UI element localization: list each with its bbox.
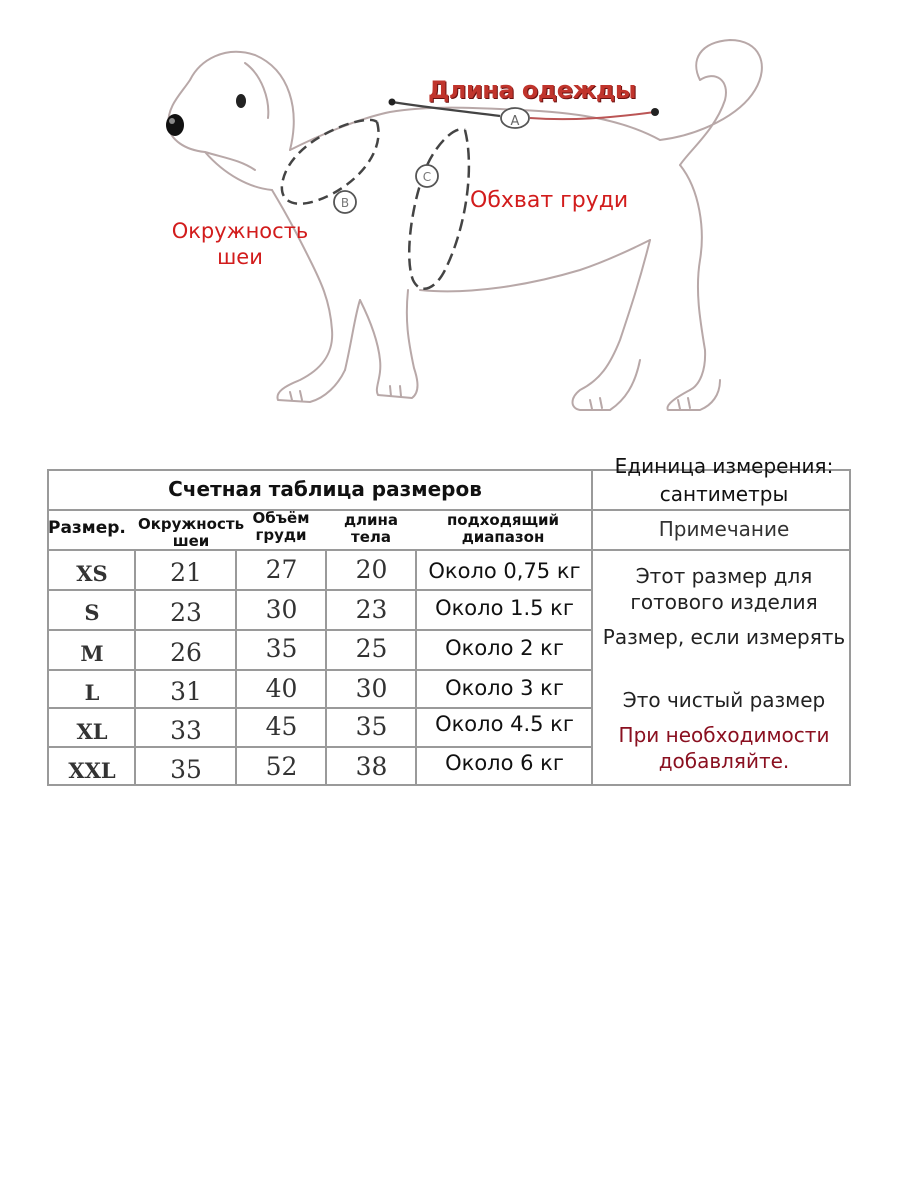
unit-label: Единица измерения: сантиметры (614, 454, 834, 506)
header-body-length: длина тела (343, 511, 399, 546)
row-xs-chest: 27 (265, 555, 298, 584)
row-xxl-chest: 52 (265, 752, 298, 781)
row-l-size: L (84, 680, 100, 705)
note-2: Размер, если измерять (602, 625, 846, 649)
header-neck: Окружность шеи (137, 515, 245, 550)
row-l-body: 30 (355, 674, 388, 703)
row-s-chest: 30 (265, 595, 298, 624)
row-xs-body: 20 (355, 555, 388, 584)
marker-b: B (341, 196, 349, 210)
row-xl-chest: 45 (265, 712, 298, 741)
note-1: Этот размер для готового изделия (630, 564, 818, 614)
row-l-range: Около 3 кг (445, 676, 564, 700)
note-header: Примечание (658, 517, 790, 541)
chest-girth-label: Обхват груди (470, 188, 629, 213)
row-m-size: M (80, 641, 104, 666)
row-m-range: Около 2 кг (445, 636, 564, 660)
row-l-neck: 31 (170, 677, 202, 706)
row-s-body: 23 (355, 595, 388, 624)
row-xl-body: 35 (355, 712, 388, 741)
row-m-neck: 26 (170, 638, 202, 667)
clothing-length-label: Длина одежды (428, 76, 637, 104)
row-s-range: Около 1.5 кг (435, 596, 574, 620)
row-m-body: 25 (355, 634, 388, 663)
row-xs-range: Около 0,75 кг (428, 559, 581, 583)
row-s-neck: 23 (170, 598, 202, 627)
row-xl-neck: 33 (170, 716, 202, 745)
row-xl-range: Около 4.5 кг (435, 712, 574, 736)
dog-measurement-illustration: A B C (166, 39, 763, 411)
header-chest: Объём груди (252, 509, 310, 544)
row-xxl-body: 38 (355, 752, 388, 781)
row-xs-neck: 21 (170, 558, 202, 587)
marker-c: C (423, 170, 431, 184)
row-l-chest: 40 (265, 674, 298, 703)
header-size: Размер. (48, 518, 126, 538)
note-4: При необходимости добавляйте. (618, 723, 830, 773)
row-xl-size: XL (76, 719, 108, 744)
row-s-size: S (84, 600, 100, 625)
header-range: подходящий диапазон (446, 511, 560, 546)
note-3: Это чистый размер (622, 688, 826, 712)
table-title: Счетная таблица размеров (168, 477, 482, 501)
row-xxl-neck: 35 (170, 755, 202, 784)
row-m-chest: 35 (265, 634, 298, 663)
row-xxl-size: XXL (68, 758, 116, 783)
neck-circumference-label: Окружность шеи (171, 219, 309, 269)
row-xxl-range: Около 6 кг (445, 751, 564, 775)
marker-a: A (511, 114, 520, 129)
size-table-grid (47, 469, 851, 786)
row-xs-size: XS (76, 561, 108, 586)
